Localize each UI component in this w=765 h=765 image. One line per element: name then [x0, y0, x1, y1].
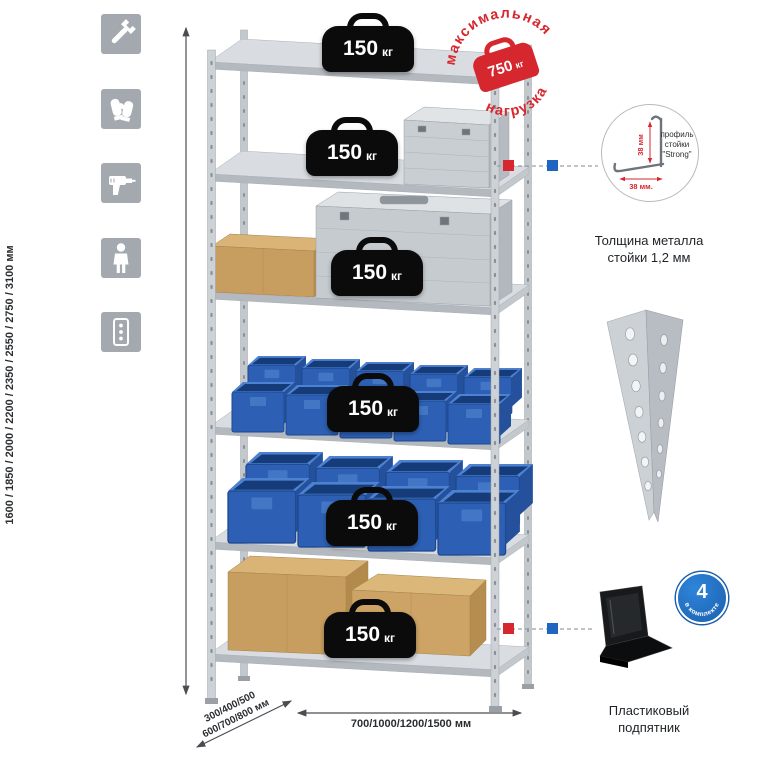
- count-badge: 4 в комплекте: [676, 572, 728, 624]
- profile-label-3: "Strong": [662, 150, 691, 159]
- load-unit: кг: [366, 148, 378, 163]
- foot-caption: Пластиковый подпятник: [571, 702, 727, 736]
- wrench-tile: [101, 14, 141, 54]
- blue-marker-bottom: [547, 623, 558, 634]
- blue-marker-top: [547, 160, 558, 171]
- profile-caption-line1: Толщина металла: [594, 233, 704, 248]
- profile-dim-horizontal: 38 мм.: [629, 182, 653, 191]
- load-value: 150: [351, 261, 388, 284]
- profile-post-tile: [101, 312, 141, 352]
- load-value: 150: [342, 37, 379, 60]
- load-unit: кг: [386, 518, 398, 533]
- count-badge-arc: в комплекте: [683, 602, 721, 618]
- stamp-unit: кг: [513, 57, 525, 71]
- callout-connectors: [497, 160, 598, 634]
- load-value: 150: [344, 623, 381, 646]
- red-marker-bottom: [503, 623, 514, 634]
- count-badge-label: в комплекте: [683, 602, 721, 618]
- person-tile: [101, 238, 141, 278]
- foot-caption-line1: Пластиковый: [608, 703, 690, 718]
- cardboard-box-shelf3: [211, 233, 333, 298]
- width-dimension-label: 700/1000/1200/1500 мм: [350, 718, 472, 730]
- stamp-value: 750: [485, 56, 515, 81]
- profile-label-1: профиль: [660, 130, 693, 139]
- gloves-icon: [110, 98, 134, 122]
- load-value: 150: [347, 397, 384, 420]
- rack-front-posts: [205, 49, 534, 712]
- gloves-tile: [101, 89, 141, 129]
- profile-caption: Толщина металла стойки 1,2 мм: [571, 232, 727, 266]
- plastic-foot-detail: [599, 585, 673, 668]
- person-icon: [113, 243, 129, 273]
- wrench-icon: [111, 19, 136, 44]
- red-marker-top: [503, 160, 514, 171]
- load-value: 150: [346, 511, 383, 534]
- profile-caption-line2: стойки 1,2 мм: [607, 250, 691, 265]
- height-dimension-label: 1600 / 1850 / 2000 / 2200 / 2350 / 2550 …: [4, 245, 16, 525]
- drill-tile: [101, 163, 141, 203]
- count-badge-value: 4: [696, 581, 708, 603]
- profile-post-icon: [113, 318, 129, 346]
- profile-dim-vertical: 38 мм: [636, 134, 645, 156]
- drill-icon: [109, 176, 136, 195]
- profile-detail-circle: 38 мм 38 мм. профиль стойки "Strong": [601, 104, 699, 202]
- load-value: 150: [326, 141, 363, 164]
- dimension-lines: [182, 26, 523, 748]
- load-unit: кг: [387, 404, 399, 419]
- corner-post-detail: [606, 309, 684, 523]
- profile-drawing: 38 мм 38 мм. профиль стойки "Strong": [613, 115, 694, 191]
- load-unit: кг: [382, 44, 394, 59]
- profile-label-2: стойки: [665, 140, 689, 149]
- load-unit: кг: [391, 268, 403, 283]
- foot-caption-line2: подпятник: [618, 720, 680, 735]
- load-unit: кг: [384, 630, 396, 645]
- svg-text:в комплекте: в комплекте: [683, 602, 721, 618]
